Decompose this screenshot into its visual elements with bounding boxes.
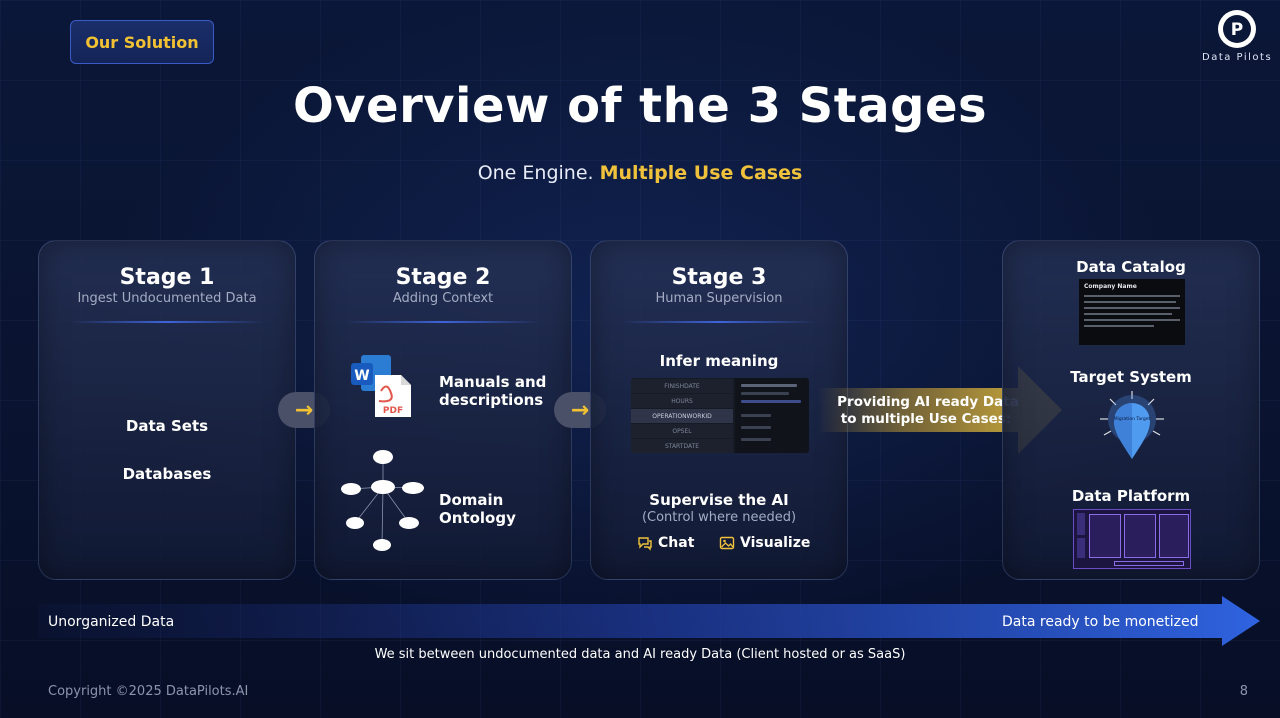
manuals-label: Manuals and descriptions [439, 373, 547, 409]
stage-1-card: Stage 1 Ingest Undocumented Data Data Se… [38, 240, 296, 580]
data-sets-label: Data Sets [125, 417, 209, 435]
table-row: FINISHDATE [631, 379, 733, 393]
visualize-label: Visualize [740, 535, 811, 551]
databases-label: Databases [122, 465, 212, 483]
stage-3-subheading: Human Supervision [655, 291, 783, 306]
control-label: (Control where needed) [641, 510, 797, 525]
divider [345, 321, 541, 323]
stage-2-heading: Stage 2 [395, 265, 491, 290]
data-pilots-logo: P Data Pilots [1202, 8, 1272, 63]
pdf-label: PDF [383, 406, 403, 416]
logo-wordmark: Data Pilots [1202, 52, 1273, 63]
page-number: 8 [1239, 684, 1248, 699]
logo-letter: P [1231, 20, 1243, 40]
data-catalog-thumbnail: Company Name [1079, 279, 1185, 345]
schema-table-screenshot: FINISHDATE HOURS OPERATIONWORKID OPSEL S… [631, 378, 809, 453]
table-row: STARTDATE [631, 439, 733, 453]
document-files-icon: W PDF [351, 355, 411, 417]
stage-1-heading: Stage 1 [119, 265, 215, 290]
stage-2-card: Stage 2 Adding Context W PDF Manuals and… [314, 240, 572, 580]
section-badge: Our Solution [70, 20, 214, 64]
table-row: HOURS [631, 394, 733, 408]
ontology-graph-icon [341, 450, 424, 551]
data-platform-label: Data Platform [1071, 487, 1191, 505]
infer-meaning-label: Infer meaning [659, 352, 779, 370]
data-flow-arrow-icon [38, 596, 1260, 646]
logo-icon: P [1218, 10, 1256, 48]
data-platform-thumbnail [1073, 509, 1191, 569]
stage-1-subheading: Ingest Undocumented Data [77, 291, 257, 306]
chat-label: Chat [658, 535, 695, 551]
subtitle-highlight: Multiple Use Cases [599, 162, 803, 184]
stage-3-heading: Stage 3 [671, 265, 767, 290]
table-row: OPSEL [631, 424, 733, 438]
catalog-thumbnail-title: Company Name [1084, 283, 1137, 290]
chat-chip[interactable]: Chat [637, 535, 694, 551]
flow-end-label: Data ready to be monetized [1002, 614, 1199, 630]
page-subtitle: One Engine. Multiple Use Cases [0, 162, 1280, 184]
stage-3-card: Stage 3 Human Supervision Infer meaning … [590, 240, 848, 580]
table-row: OPERATIONWORKID [631, 409, 733, 423]
flow-caption: We sit between undocumented data and AI … [374, 647, 906, 662]
visualize-chip[interactable]: Visualize [719, 535, 810, 551]
ontology-label: Domain Ontology [439, 491, 516, 527]
target-pin-label: Migration Target [1114, 416, 1151, 422]
location-pin-icon: Migration Target [1100, 391, 1164, 459]
page-title: Overview of the 3 Stages [292, 78, 988, 134]
data-catalog-label: Data Catalog [1076, 258, 1186, 276]
image-icon [719, 536, 735, 550]
copyright-footer: Copyright ©2025 DataPilots.AI [48, 684, 249, 699]
divider [69, 321, 265, 323]
svg-text:W: W [354, 368, 369, 384]
target-system-label: Target System [1070, 368, 1192, 386]
arrow-callout-line1: Providing AI ready Data [837, 394, 1019, 410]
detail-pane [735, 378, 809, 453]
divider [621, 321, 817, 323]
stage-2-subheading: Adding Context [392, 291, 494, 306]
subtitle-lead: One Engine. [477, 162, 600, 184]
outputs-card: Data Catalog Company Name Target System … [1002, 240, 1260, 580]
flow-start-label: Unorganized Data [48, 614, 175, 630]
supervise-label: Supervise the AI [649, 491, 789, 509]
arrow-callout-line2: to multiple Use Cases: [841, 411, 1011, 427]
chat-icon [638, 537, 652, 551]
output-arrow-icon: Providing AI ready Data to multiple Use … [818, 366, 1062, 454]
